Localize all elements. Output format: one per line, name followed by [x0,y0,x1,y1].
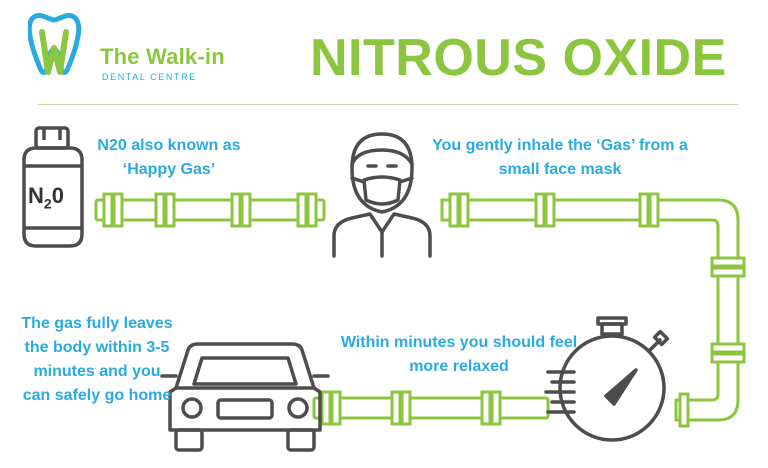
stopwatch-icon [544,316,670,442]
car-icon [160,342,330,452]
step-3-caption: Within minutes you should feel more rela… [340,334,578,375]
pipe-segment-2 [440,192,746,428]
brand-subtitle: DENTAL CENTRE [102,72,197,82]
tooth-w-logo-icon [28,13,82,75]
step-1-caption: N20 also known as ‘Happy Gas’ [97,137,241,178]
cylinder-label: N20 [28,183,64,212]
pipe-segment-3 [312,390,550,426]
step-4-caption: The gas fully leaves the body within 3-5… [21,315,173,404]
gas-cylinder-icon [22,126,84,248]
masked-person-icon [332,132,432,258]
pipe-segment-1 [94,192,326,228]
brand-name: The Walk-in [100,44,225,69]
header-divider [38,104,738,105]
page-title: NITROUS OXIDE [310,29,727,87]
step-2-caption: You gently inhale the ‘Gas’ from a small… [432,137,688,178]
